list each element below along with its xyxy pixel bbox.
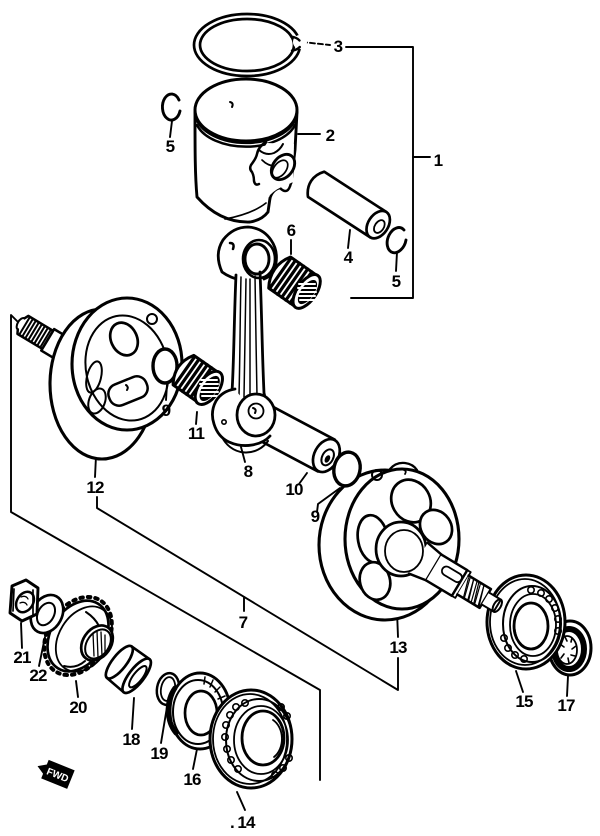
svg-text:17: 17 — [557, 696, 575, 715]
svg-text:10: 10 — [285, 480, 303, 499]
svg-text:3: 3 — [334, 37, 343, 56]
svg-text:15: 15 — [515, 692, 533, 711]
svg-text:8: 8 — [244, 462, 253, 481]
svg-text:9: 9 — [162, 401, 171, 420]
svg-text:9: 9 — [311, 507, 320, 526]
svg-text:11: 11 — [188, 424, 205, 443]
svg-text:22: 22 — [29, 666, 47, 685]
svg-text:5: 5 — [166, 137, 175, 156]
svg-text:7: 7 — [239, 613, 248, 632]
svg-text:12: 12 — [86, 478, 104, 497]
svg-text:2: 2 — [326, 126, 335, 145]
svg-text:20: 20 — [69, 698, 87, 717]
svg-text:4: 4 — [344, 248, 354, 267]
svg-text:.: . — [230, 813, 234, 832]
svg-text:19: 19 — [150, 744, 168, 763]
svg-text:13: 13 — [389, 638, 407, 657]
svg-text:14: 14 — [237, 813, 256, 832]
svg-text:18: 18 — [122, 730, 140, 749]
svg-text:6: 6 — [287, 221, 296, 240]
svg-text:16: 16 — [183, 770, 201, 789]
svg-text:1: 1 — [434, 151, 443, 170]
svg-text:21: 21 — [13, 648, 31, 667]
svg-text:5: 5 — [392, 272, 401, 291]
